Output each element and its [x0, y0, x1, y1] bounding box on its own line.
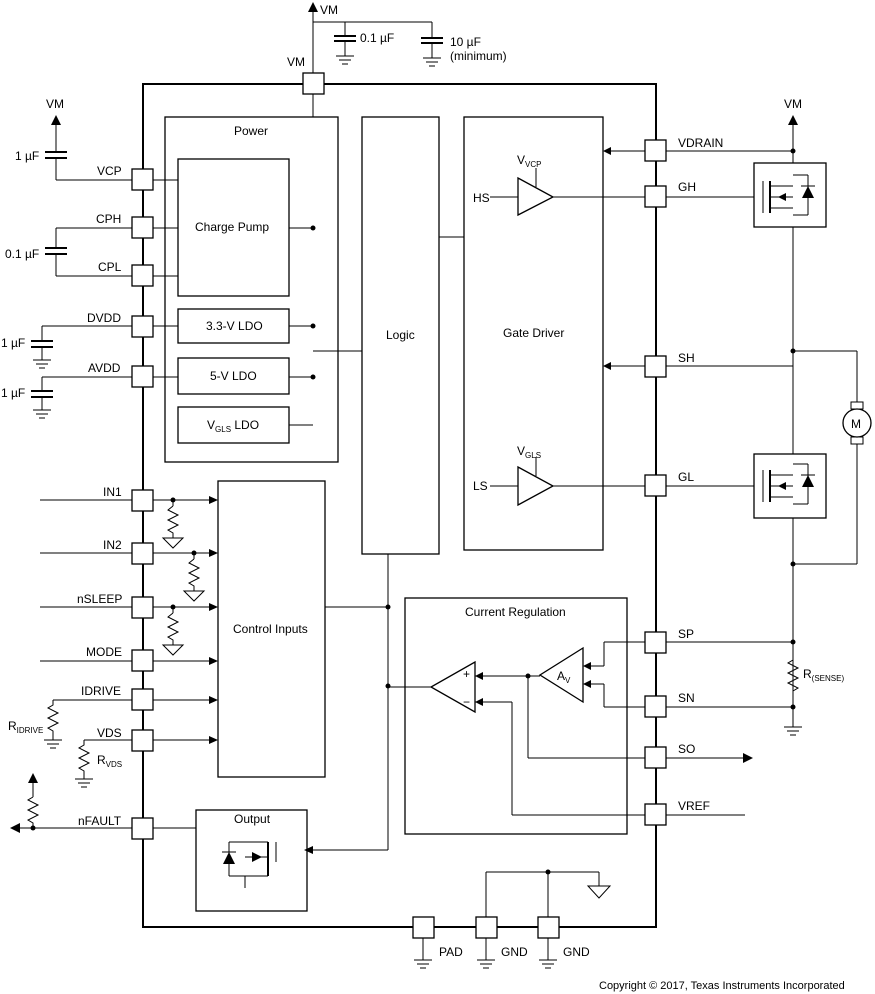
pin-label-sn: SN	[678, 691, 695, 705]
vgls-ldo-block	[177, 406, 290, 444]
pin-label-mode: MODE	[86, 645, 122, 659]
control-inputs-block	[217, 480, 326, 778]
vm-top-label: VM	[320, 3, 338, 17]
amp-label: AV	[557, 669, 571, 685]
pin-label-in2: IN2	[103, 538, 122, 552]
ls-label: LS	[473, 479, 488, 493]
vm-left-label: VM	[46, 97, 64, 111]
ldo-33-label: 3.3-V LDO	[206, 319, 263, 333]
comparator-minus: −	[463, 695, 470, 709]
pin-idrive	[131, 688, 154, 711]
cap-cp-label: 0.1 µF	[5, 247, 39, 261]
external-half-bridge: VM M	[666, 97, 872, 816]
pin-label-vref: VREF	[678, 799, 710, 813]
pin-so	[644, 746, 667, 769]
high-side-mosfet	[753, 162, 827, 228]
hs-label: HS	[473, 191, 490, 205]
cap-vcp-label: 1 µF	[15, 149, 39, 163]
ridrive-label: RIDRIVE	[8, 719, 43, 735]
gate-driver-label: Gate Driver	[503, 326, 564, 340]
pin-gnd-2	[537, 916, 560, 939]
ldo-5-label: 5-V LDO	[210, 369, 257, 383]
pin-label-vm: VM	[287, 55, 305, 69]
pin-gl	[644, 474, 667, 497]
pin-label-cph: CPH	[96, 212, 121, 226]
pin-mode	[131, 649, 154, 672]
pin-sn	[644, 695, 667, 718]
pin-nsleep	[131, 596, 154, 619]
pin-dvdd	[131, 315, 154, 338]
ldo-5-block	[177, 357, 290, 395]
pin-label-vds: VDS	[97, 726, 122, 740]
comparator-plus: +	[463, 667, 470, 681]
pin-cpl	[131, 264, 154, 287]
vvcp-label: VVCP	[517, 153, 541, 169]
pin-label-idrive: IDRIVE	[81, 684, 121, 698]
pin-label-nsleep: nSLEEP	[77, 592, 122, 606]
logic-label: Logic	[386, 328, 415, 342]
current-regulation-label: Current Regulation	[465, 605, 566, 619]
rsense-label: R(SENSE)	[803, 667, 844, 683]
current-amplifiers: + − AV	[388, 641, 645, 816]
power-block-title: Power	[234, 124, 268, 138]
charge-pump-label: Charge Pump	[195, 220, 269, 234]
charge-pump-block	[177, 158, 290, 297]
pin-label-gh: GH	[678, 180, 696, 194]
high-side-buffer: HS VVCP	[473, 153, 645, 217]
control-inputs-label: Control Inputs	[233, 622, 308, 636]
pin-pad	[412, 916, 435, 939]
output-block-title: Output	[234, 812, 271, 826]
output-mosfet	[222, 841, 277, 888]
pin-nfault	[131, 817, 154, 840]
cap-dvdd-label: 1 µF	[1, 336, 25, 350]
left-supply-externals: VM 1 µF 0.1 µF 1 µF 1 µF	[1, 97, 132, 419]
motor-label: M	[851, 417, 861, 431]
logic-block	[361, 116, 440, 555]
pin-in2	[131, 542, 154, 565]
pin-label-gnd-1: GND	[501, 945, 528, 959]
output-block	[195, 809, 308, 912]
cap-01uf-top-label: 0.1 µF	[360, 31, 394, 45]
pin-vm	[302, 72, 325, 95]
pin-avdd	[131, 365, 154, 388]
left-input-wiring: RIDRIVE RVDS	[8, 496, 218, 833]
pin-label-nfault: nFAULT	[78, 814, 122, 828]
pin-label-so: SO	[678, 742, 695, 756]
vgls-ldo-label: VGLS LDO	[207, 418, 259, 434]
pin-vref	[644, 803, 667, 826]
pin-label-dvdd: DVDD	[87, 311, 121, 325]
pin-cph	[131, 216, 154, 239]
pin-label-vdrain: VDRAIN	[678, 136, 723, 150]
pin-vcp	[131, 168, 154, 191]
pin-sp	[644, 631, 667, 654]
pin-gnd-1	[475, 916, 498, 939]
vm-supply-top: VM 0.1 µF 10 µF (minimum)	[308, 2, 507, 73]
pin-in1	[131, 489, 154, 512]
vm-right-label: VM	[784, 97, 802, 111]
bottom-grounds	[414, 869, 612, 969]
cap-10uf-label: 10 µF	[450, 35, 481, 49]
pin-vds	[131, 729, 154, 752]
cap-10uf-note: (minimum)	[450, 49, 507, 63]
pin-label-gl: GL	[678, 470, 694, 484]
pin-label-vcp: VCP	[97, 164, 122, 178]
pin-vdrain	[644, 139, 667, 162]
pin-label-sp: SP	[678, 627, 694, 641]
current-regulation-block	[404, 597, 628, 835]
pin-label-avdd: AVDD	[88, 361, 121, 375]
vgls-label: VGLS	[517, 444, 541, 460]
pin-label-in1: IN1	[103, 485, 122, 499]
pin-label-sh: SH	[678, 351, 695, 365]
low-side-buffer: LS VGLS	[473, 444, 645, 507]
copyright-notice: Copyright © 2017, Texas Instruments Inco…	[599, 980, 845, 992]
pin-gh	[644, 185, 667, 208]
rvds-label: RVDS	[97, 753, 122, 769]
pin-label-gnd-2: GND	[563, 945, 590, 959]
cap-avdd-label: 1 µF	[1, 386, 25, 400]
pin-label-cpl: CPL	[98, 260, 122, 274]
pin-sh	[644, 355, 667, 378]
pin-label-pad: PAD	[439, 945, 463, 959]
